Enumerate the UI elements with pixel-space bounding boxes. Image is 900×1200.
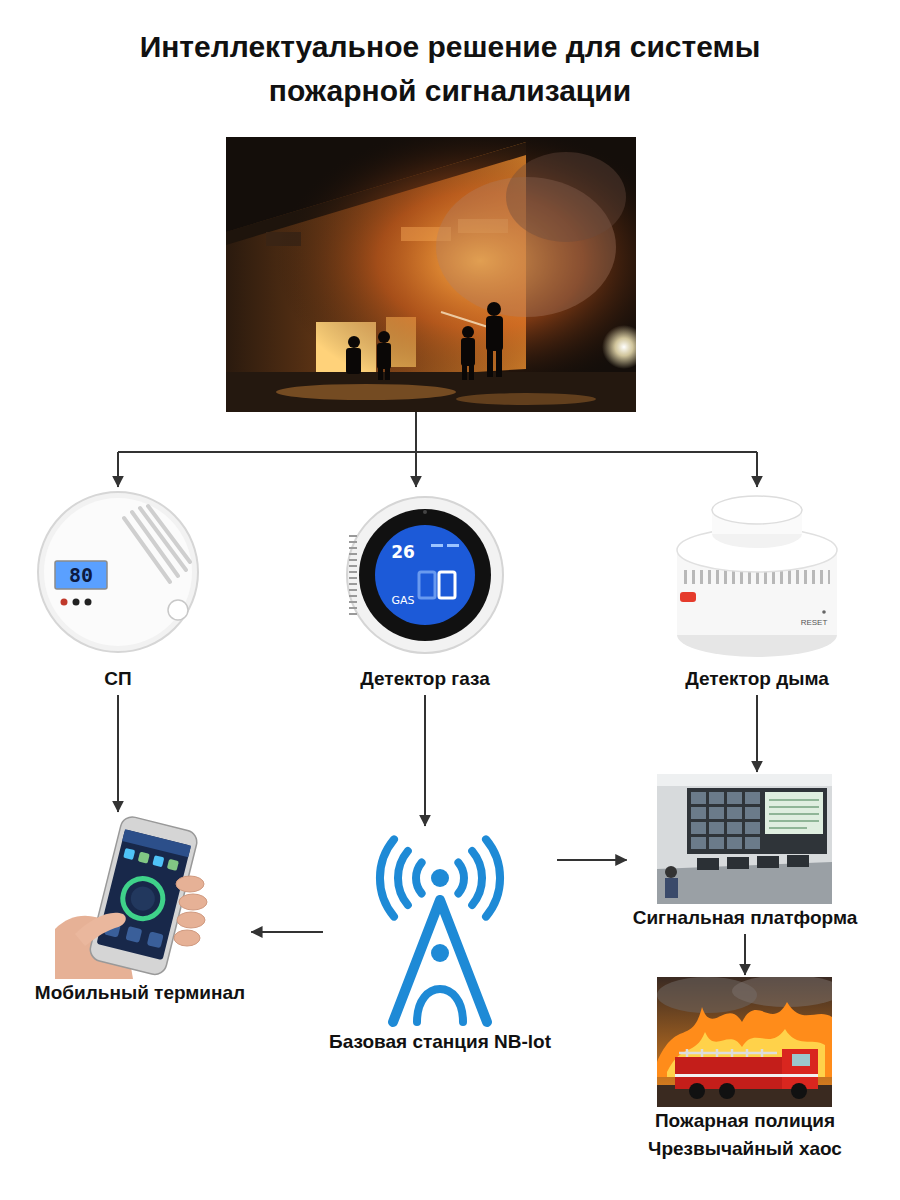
node-label: Мобильный терминал (35, 979, 245, 1007)
node-label: Пожарная полиция (655, 1107, 835, 1135)
display-caption: GAS (385, 594, 421, 608)
gas-detector-icon (335, 490, 515, 665)
display-reading: 80 (56, 562, 106, 588)
flow-arrow (557, 859, 627, 861)
mobile-terminal: Мобильный терминал (29, 812, 251, 1009)
flow-arrow (251, 931, 323, 933)
icon-slot (55, 814, 225, 979)
icon-slot (658, 774, 833, 904)
node-label: Сигнальная платформа (633, 904, 858, 932)
gas-detector: Детектор газа (329, 488, 521, 695)
smoke-detector-icon (662, 490, 852, 665)
icon-slot (355, 828, 525, 1028)
control-room-photo (657, 774, 832, 904)
node-label: Базовая станция NB-lot (329, 1028, 551, 1056)
smoke-detector: Детектор дыма (656, 488, 858, 695)
co-detector-icon (28, 490, 208, 665)
flow-arrow (117, 695, 119, 812)
fire-photo (226, 137, 636, 412)
flow-arrow (756, 695, 758, 772)
icon-slot (658, 977, 833, 1107)
phone-icon (55, 814, 225, 979)
node-label: Детектор газа (360, 665, 489, 693)
display-reading: 26 (387, 542, 419, 562)
button-caption: RESET (796, 618, 832, 628)
fire-brigade: Пожарная полицияЧрезвычайный хаос (642, 975, 848, 1165)
co-detector: СП (22, 488, 214, 695)
antenna-icon (355, 828, 525, 1028)
fire-truck-photo (657, 977, 832, 1107)
title-box: Интеллектуальное решение для системы пож… (100, 25, 800, 113)
flow-arrow (424, 695, 426, 826)
icon-slot (662, 490, 852, 665)
flow-arrow (744, 934, 746, 975)
node-label: Чрезвычайный хаос (648, 1135, 842, 1163)
icon-slot (335, 490, 515, 665)
icon-slot (28, 490, 208, 665)
diagram-title: Интеллектуальное решение для системы пож… (100, 25, 800, 113)
photo-split-arrows (118, 412, 757, 487)
node-label: СП (104, 665, 131, 693)
node-label: Детектор дыма (685, 665, 829, 693)
base-station: Базовая станция NB-lot (323, 826, 557, 1058)
signal-platform: Сигнальная платформа (627, 772, 864, 934)
